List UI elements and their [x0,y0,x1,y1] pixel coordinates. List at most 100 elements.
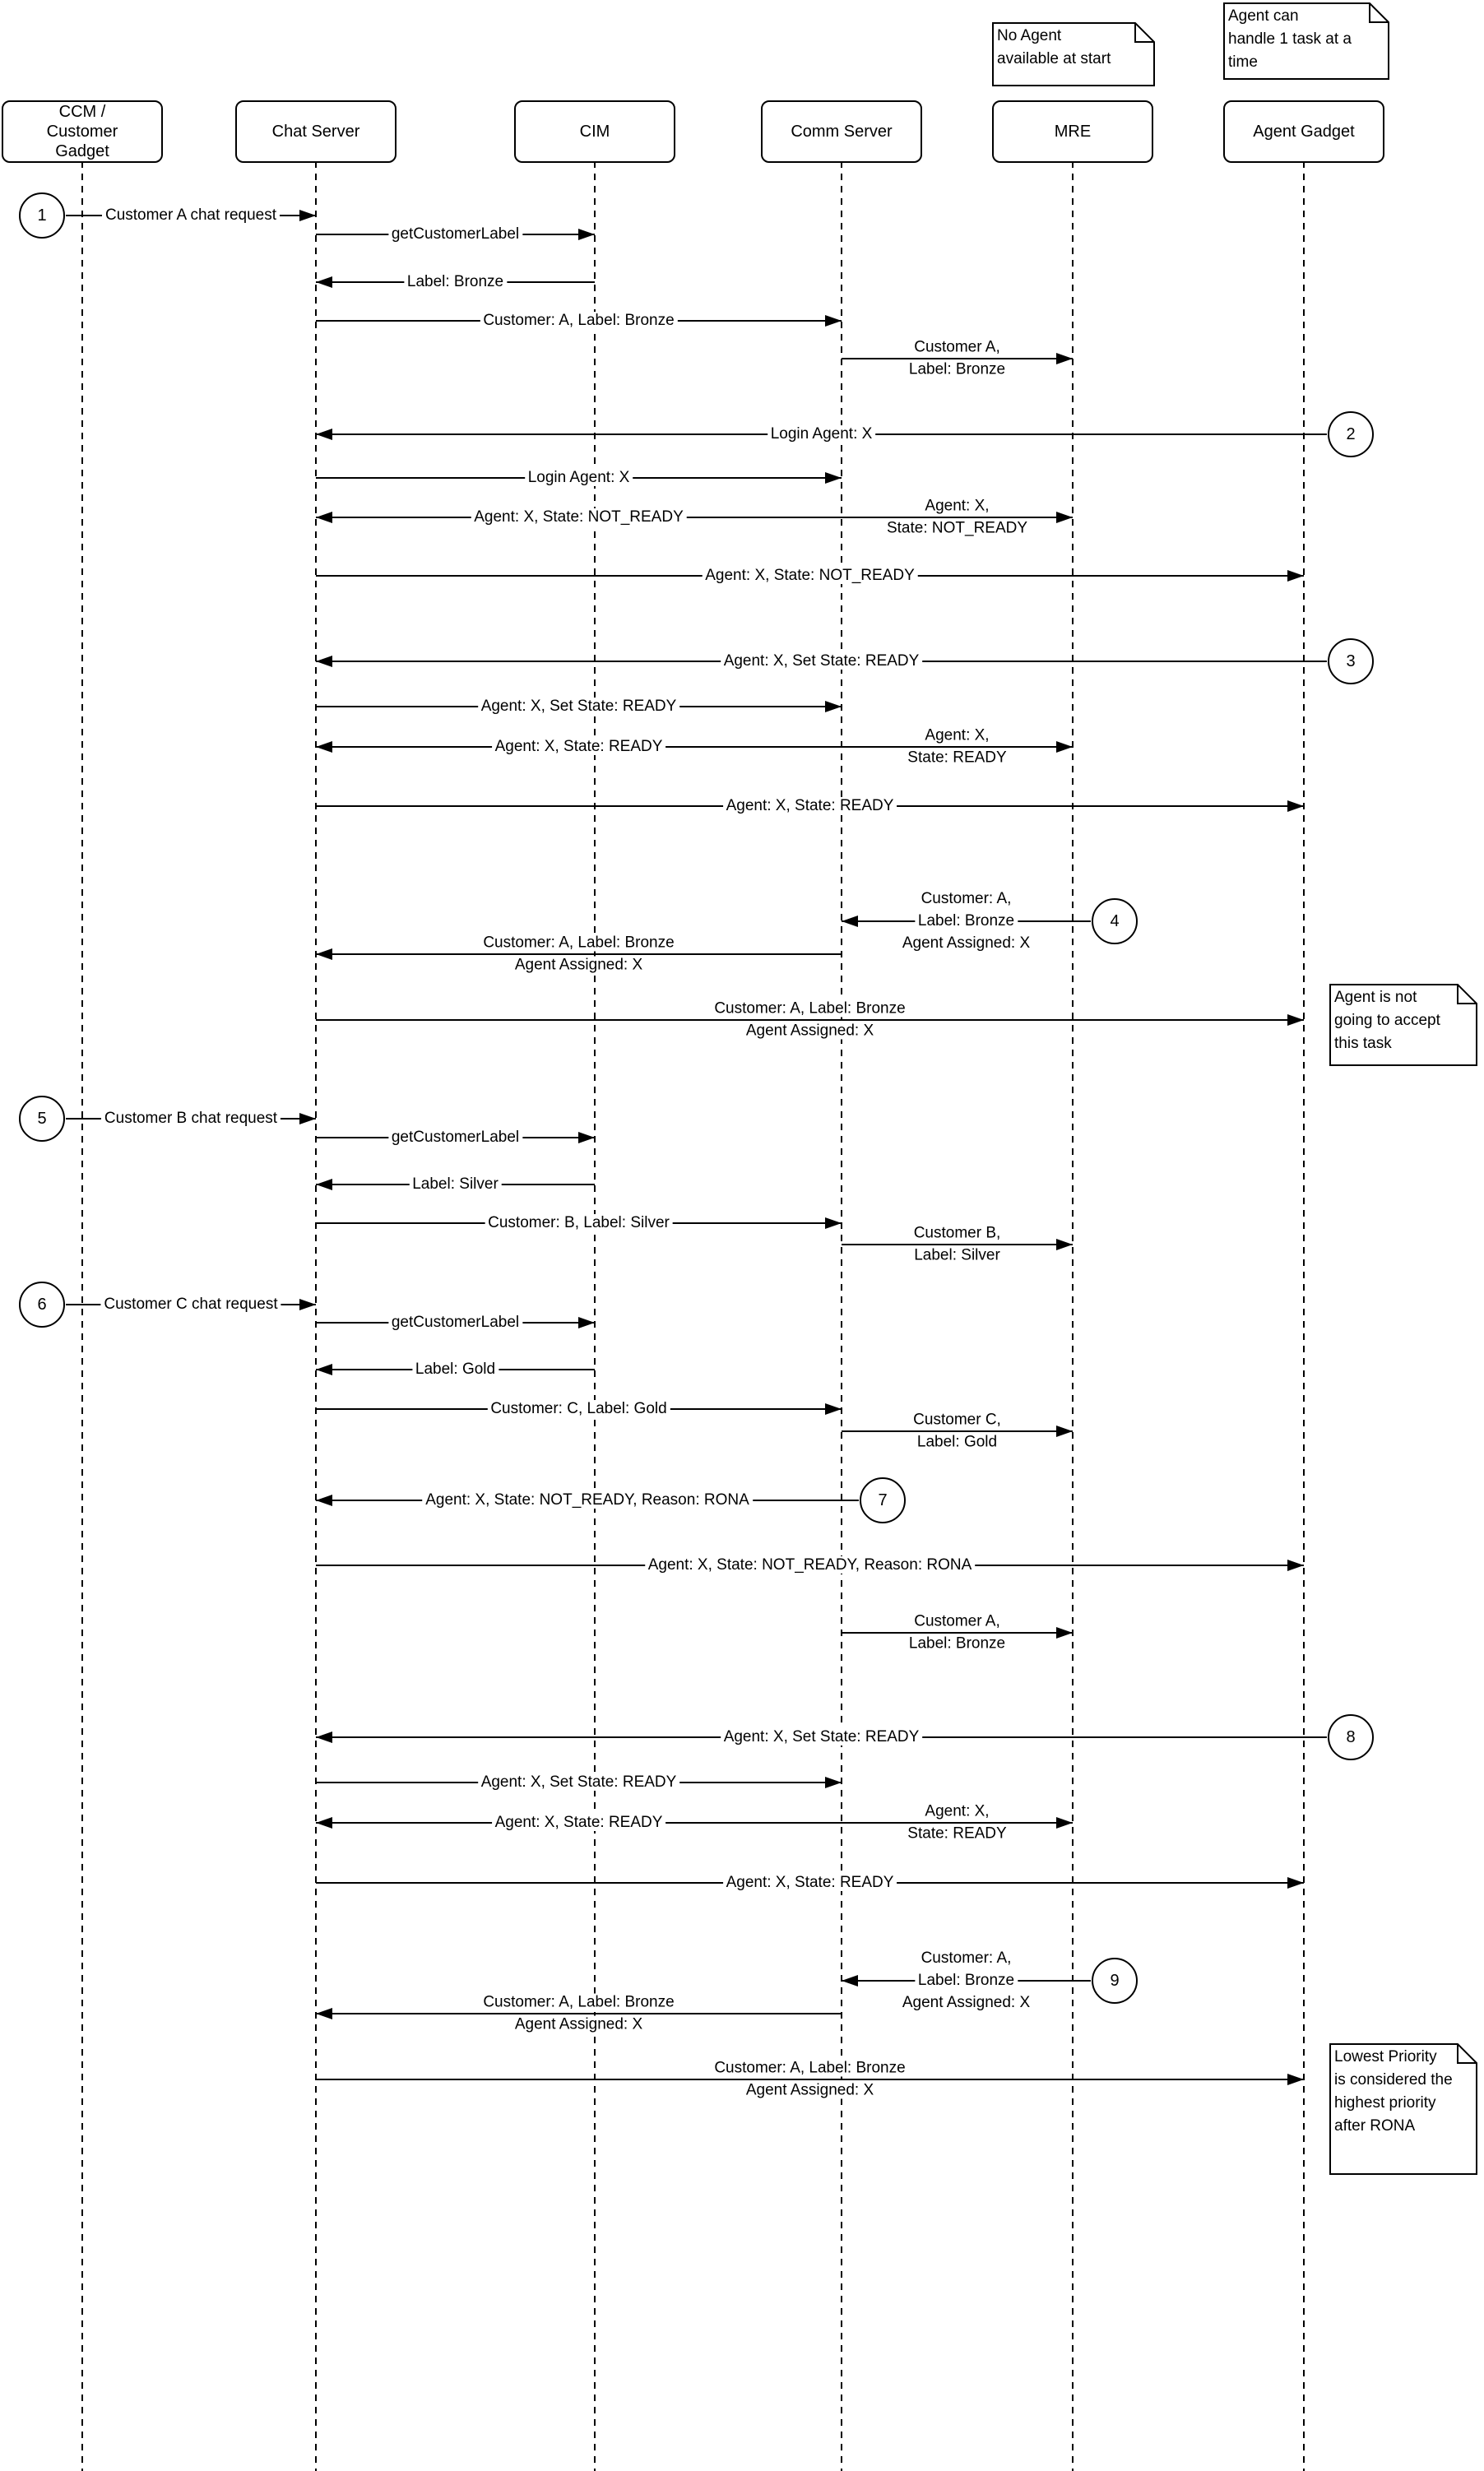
message-ccm-to-chat-label: Customer A chat request [101,203,281,228]
message-chat-to-agent-line [316,2079,1304,2080]
lifeline-ccm [81,161,83,2471]
arrowhead-right [1287,1877,1304,1889]
actor-label: CIM [579,123,610,141]
message-chat-to-agent-label: Agent: X, State: NOT_READY [702,563,918,588]
arrowhead-right [1056,1817,1073,1829]
arrowhead-right [825,701,842,712]
message-comm-to-mre-label: Customer A, Label: Bronze [905,336,1009,382]
message-chat-to-agent-label: Agent: X, State: READY [722,1871,897,1895]
message-ccm-to-chat-label: Customer C chat request [100,1292,281,1317]
message-text: Agent: X, [921,497,993,515]
step-number: 2 [1346,424,1356,443]
message-label-line: Customer A, [906,338,1009,358]
arrowhead-left [316,429,332,440]
arrowhead-left [842,916,858,927]
message-comm-to-mre-label: Customer A, Label: Bronze [905,1610,1009,1657]
message-comm-to-mre-line [842,1244,1073,1245]
message-text: State: NOT_READY [883,519,1032,537]
message-comm-to-chat-line [316,953,842,955]
arrowhead-left [316,2008,332,2019]
message-text: Label: Bronze [914,912,1018,930]
message-label-line: Agent: X, State: READY [491,1813,666,1833]
arrowhead-left [316,741,332,753]
lifeline-agent [1303,161,1305,2471]
message-label-line: Label: Bronze [905,1634,1009,1654]
step-number: 3 [1346,651,1356,670]
actor-label: Comm Server [791,123,893,141]
step-circle-5: 5 [19,1096,65,1142]
message-text: Agent: X, Set State: READY [720,652,923,670]
message-label-line: Agent: X, [904,1802,1009,1822]
arrowhead-left [316,1817,332,1829]
arrowhead-right [1056,512,1073,523]
step-number: 4 [1110,911,1120,930]
message-label-line: Login Agent: X [524,468,633,488]
message-comm-to-chat-label: Agent: X, State: NOT_READY, Reason: RONA [422,1488,753,1513]
actor-label: Customer [46,123,118,141]
message-chat-to-comm-label: Customer: A, Label: Bronze [480,308,678,333]
arrowhead-right [1287,1014,1304,1026]
message-comm-to-mre-label: Agent: X, State: NOT_READY [883,494,1032,541]
step-circle-8: 8 [1328,1714,1374,1760]
message-label-line: Label: Bronze [899,911,1033,931]
message-text: Customer: A, [917,890,1015,907]
message-label-line: Customer: A, Label: Bronze [480,311,678,331]
actor-box-agent: Agent Gadget [1223,100,1384,163]
step-circle-2: 2 [1328,411,1374,457]
message-label-line: Agent Assigned: X [480,956,677,976]
note-line: time [1228,53,1258,71]
actor-label: Agent Gadget [1253,123,1355,141]
step-circle-3: 3 [1328,638,1374,684]
message-label-line: Customer: A, [899,1949,1033,1968]
message-chat-to-agent-line [316,1019,1304,1021]
arrowhead-right [825,1777,842,1788]
message-text: Agent: X, [921,726,993,744]
message-text: Customer A, [911,1612,1004,1630]
actor-label: CCM / [58,103,106,121]
message-comm-to-chat-label: Agent: X, State: READY [491,1810,666,1835]
note-shape [1329,2043,1477,2175]
message-text: Agent Assigned: X [898,1994,1034,2011]
message-label-line: Agent: X, [883,497,1031,517]
message-comm-to-chat-label: Agent: X, State: NOT_READY [471,505,687,530]
arrowhead-right [825,472,842,484]
message-label-line: getCustomerLabel [387,1128,523,1147]
lifeline-chat [315,161,317,2471]
step-circle-6: 6 [19,1282,65,1328]
arrowhead-right [1287,1560,1304,1571]
message-agent-to-chat-label: Login Agent: X [767,422,876,447]
step-circle-1: 1 [19,192,65,239]
message-agent-to-chat-label: Agent: X, Set State: READY [720,1725,923,1750]
message-label-line: Agent: X, Set State: READY [477,1773,680,1792]
message-label-line: Agent: X, Set State: READY [720,1727,923,1747]
step-circle-9: 9 [1092,1958,1138,2004]
arrowhead-right [1287,2074,1304,2085]
message-label-line: Agent: X, [904,726,1009,746]
message-text: Agent: X, State: READY [722,797,897,814]
arrowhead-right [1056,1627,1073,1639]
actor-label: Gadget [55,142,109,160]
message-comm-to-chat-label: Agent: X, State: READY [491,735,666,759]
message-label-line: Agent: X, State: NOT_READY [702,566,918,586]
arrowhead-left [316,1495,332,1506]
message-chat-to-comm-label: Customer: C, Label: Gold [487,1397,670,1421]
message-label-line: State: READY [904,1824,1010,1844]
message-label-line: Agent Assigned: X [898,934,1034,953]
step-number: 6 [37,1295,47,1314]
message-label-line: State: READY [904,749,1010,768]
message-text: Agent Assigned: X [898,934,1034,952]
step-circle-4: 4 [1092,898,1138,944]
message-label-line: Label: Bronze [899,1971,1033,1991]
message-text: Customer: C, Label: Gold [487,1400,670,1417]
actor-box-cim: CIM [514,100,675,163]
message-text: Label: Bronze [905,360,1009,378]
message-label-line: getCustomerLabel [387,1313,523,1333]
